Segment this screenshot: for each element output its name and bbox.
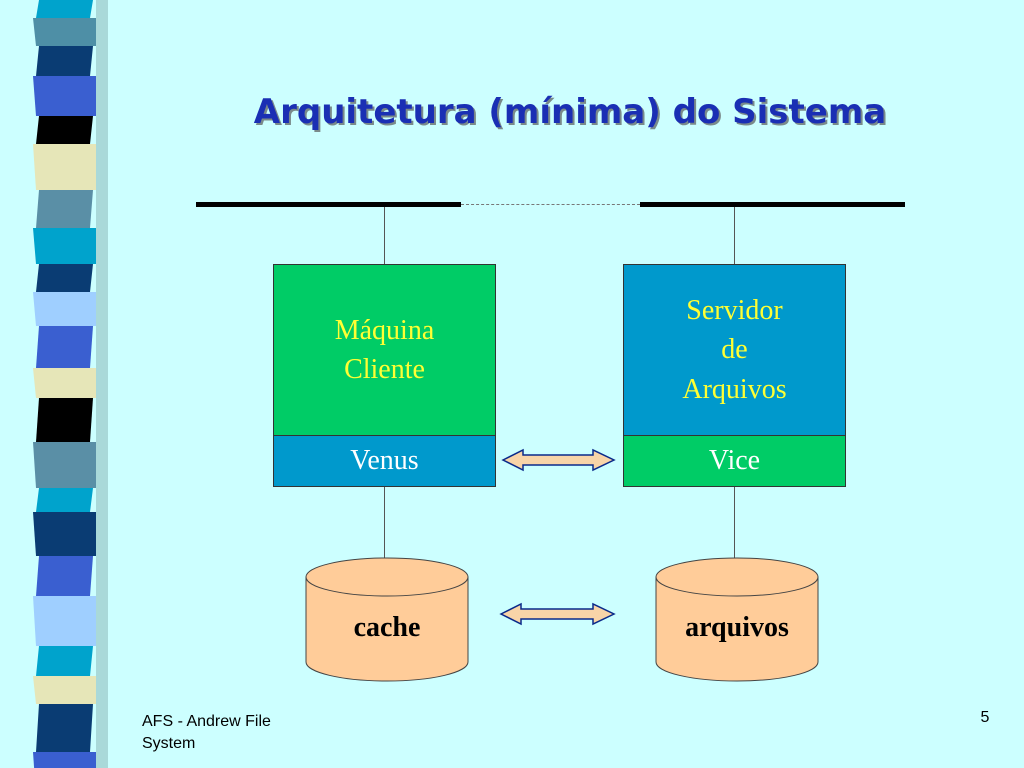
slide-title: Arquitetura (mínima) do Sistema	[253, 92, 887, 132]
network-link-dashed	[461, 204, 640, 205]
decorative-stripe	[36, 398, 93, 442]
client-machine-label-line2: Cliente	[344, 354, 425, 385]
decorative-stripe	[36, 488, 93, 512]
decorative-stripe	[33, 18, 102, 46]
file-server-label-line3: Arquivos	[682, 373, 787, 405]
page-number: 5	[980, 709, 990, 726]
decorative-stripe	[36, 326, 93, 368]
decorative-stripe	[36, 0, 93, 18]
client-machine-box: Máquina Cliente	[273, 264, 496, 436]
server-storage-connector	[734, 486, 735, 558]
client-bus-connector	[384, 207, 385, 264]
footer-line2: System	[142, 734, 196, 752]
footer-text: AFS - Andrew File System	[142, 711, 342, 754]
file-server-label-line1: Servidor	[686, 295, 783, 327]
decorative-stripe	[36, 264, 93, 292]
decorative-stripe	[33, 228, 102, 264]
client-machine-label-line1: Máquina	[334, 314, 435, 346]
decorative-stripe	[36, 704, 93, 752]
client-network-bus	[196, 202, 461, 207]
cache-label: cache	[353, 612, 421, 643]
client-cache-connector	[384, 486, 385, 558]
venus-vice-double-arrow	[501, 448, 616, 472]
server-network-bus	[640, 202, 905, 207]
vice-module-label: Vice	[708, 445, 761, 477]
decorative-stripe	[33, 292, 102, 326]
decorative-stripe	[36, 46, 93, 76]
storage-label: arquivos	[685, 612, 789, 643]
server-bus-connector	[734, 207, 735, 264]
venus-module-label: Venus	[350, 445, 419, 477]
venus-module-box: Venus	[273, 435, 496, 487]
decorative-stripe	[36, 190, 93, 228]
decorative-stripe	[33, 676, 102, 704]
decorative-stripe	[33, 752, 101, 768]
file-server-label-line2: de	[721, 334, 748, 366]
decorative-stripe	[36, 646, 93, 676]
cache-storage-double-arrow	[499, 602, 616, 626]
decorative-stripe	[33, 512, 102, 556]
footer-line1: AFS - Andrew File	[142, 713, 271, 730]
decorative-stripe	[36, 116, 93, 144]
decorative-stripe	[33, 368, 102, 398]
decorative-stripe	[33, 144, 102, 190]
decorative-shadow	[96, 0, 108, 768]
vice-module-box: Vice	[623, 435, 846, 487]
file-server-box: Servidor de Arquivos	[623, 264, 846, 436]
decorative-stripe	[33, 76, 102, 116]
decorative-stripe	[33, 442, 102, 488]
decorative-stripe	[33, 596, 102, 646]
decorative-stripe	[36, 556, 93, 596]
decorative-stripe-band	[33, 0, 108, 768]
